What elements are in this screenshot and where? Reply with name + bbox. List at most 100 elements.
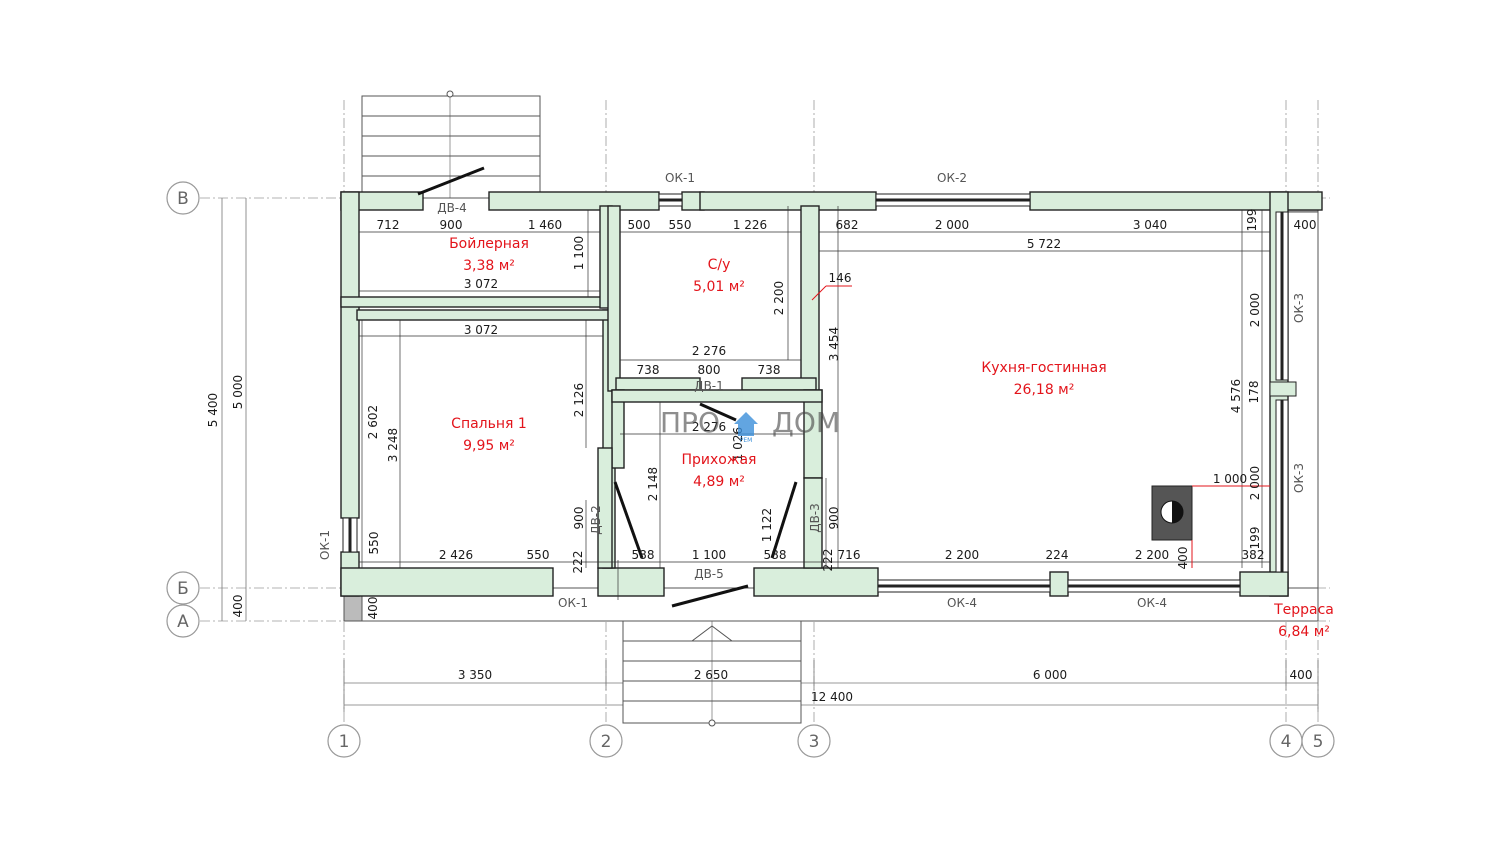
axis-label: В — [177, 189, 189, 209]
opening-label: ОК-2 — [937, 171, 967, 185]
dimension-label: 3 454 — [827, 327, 841, 361]
dimension-label: 900 — [440, 218, 463, 232]
watermark-left: ПРО — [660, 406, 720, 439]
dimension-label: 550 — [367, 532, 381, 555]
dimension-label: 224 — [1046, 548, 1069, 562]
dimension-label: 682 — [836, 218, 859, 232]
opening-label: ОК-3 — [1292, 463, 1306, 493]
dimension-label: 222 — [821, 549, 835, 572]
room-area: 5,01 м² — [693, 279, 745, 295]
dimension-label: 5 722 — [1027, 237, 1061, 251]
axis-marker-1: 1 — [327, 724, 361, 758]
dimension-label: 5 400 — [206, 393, 220, 427]
axis-marker-Б: Б — [166, 571, 200, 605]
axis-label: 2 — [601, 732, 612, 752]
red-dimension-lines — [811, 285, 1270, 568]
axis-marker-5: 5 — [1301, 724, 1335, 758]
room-name: Терраса — [1273, 602, 1334, 618]
dimension-label: 900 — [572, 507, 586, 530]
dimension-label: 2 126 — [572, 383, 586, 417]
room-label: Бойлерная 3,38 м² — [449, 236, 529, 274]
dimension-label: 6 000 — [1033, 668, 1067, 682]
dimension-label: 1 100 — [572, 236, 586, 270]
dimension-label: 2 000 — [1248, 466, 1262, 500]
room-label: С/у 5,01 м² — [693, 257, 745, 295]
dimension-label: 738 — [637, 363, 660, 377]
windows — [342, 193, 1297, 593]
opening-label: ДВ-5 — [694, 567, 724, 581]
dimension-label: 2 148 — [646, 467, 660, 501]
dimension-label: 3 350 — [458, 668, 492, 682]
dimension-label: 199 — [1248, 527, 1262, 550]
interior-dimension-lines — [359, 206, 1270, 600]
room-label: Терраса 6,84 м² — [1273, 602, 1334, 640]
room-name: Прихожая — [682, 452, 757, 468]
watermark-right: ДОМ — [772, 406, 840, 439]
dimension-label: 2 200 — [945, 548, 979, 562]
dimension-label: 5 000 — [231, 375, 245, 409]
dimension-label: 400 — [1290, 668, 1313, 682]
dimension-label: 550 — [669, 218, 692, 232]
dimension-label: 588 — [632, 548, 655, 562]
room-area: 4,89 м² — [693, 474, 745, 490]
opening-label: ОК-1 — [558, 596, 588, 610]
dimension-label: 3 040 — [1133, 218, 1167, 232]
house-icon — [734, 412, 758, 436]
dimension-label: 716 — [838, 548, 861, 562]
dimension-label: 12 400 — [811, 690, 853, 704]
axis-marker-2: 2 — [589, 724, 623, 758]
opening-label: ДВ-3 — [808, 503, 822, 533]
dimension-label: 400 — [231, 595, 245, 618]
dimension-label: 800 — [698, 363, 721, 377]
dimension-label: 2 276 — [692, 420, 726, 434]
dimension-label: 3 072 — [464, 323, 498, 337]
opening-label: ОК-1 — [665, 171, 695, 185]
dimension-label: 2 000 — [935, 218, 969, 232]
dimension-label: 1 100 — [692, 548, 726, 562]
dimension-label: 4 576 — [1229, 379, 1243, 413]
opening-label: ОК-4 — [947, 596, 977, 610]
dimension-label: 3 072 — [464, 277, 498, 291]
room-area: 9,95 м² — [463, 438, 515, 454]
dimension-label: 500 — [628, 218, 651, 232]
room-area: 6,84 м² — [1278, 624, 1330, 640]
dimension-label: 178 — [1247, 381, 1261, 404]
dimension-label: 3 248 — [386, 428, 400, 462]
room-area: 26,18 м² — [1014, 382, 1075, 398]
dimension-label: 738 — [758, 363, 781, 377]
room-name: С/у — [708, 257, 731, 273]
dimension-label: 1 226 — [733, 218, 767, 232]
axis-label: 4 — [1281, 732, 1292, 752]
left-dimension-lines — [221, 198, 247, 621]
dimension-label: 2 602 — [366, 405, 380, 439]
dimension-label: 382 — [1242, 548, 1265, 562]
dimension-label: 400 — [366, 597, 380, 620]
room-labels: Бойлерная 3,38 м² С/у 5,01 м² Кухня-гостинна… — [449, 236, 1334, 640]
dimension-label: 146 — [829, 271, 852, 285]
dimension-label: 712 — [377, 218, 400, 232]
room-area: 3,38 м² — [463, 258, 515, 274]
opening-label: ДВ-4 — [437, 201, 467, 215]
room-name: Бойлерная — [449, 236, 529, 252]
opening-label: ОК-4 — [1137, 596, 1167, 610]
dimension-label: 1 000 — [1213, 472, 1247, 486]
axis-label: 3 — [809, 732, 820, 752]
axis-marker-4: 4 — [1269, 724, 1303, 758]
opening-label: ОК-3 — [1292, 293, 1306, 323]
dimension-label: 2 276 — [692, 344, 726, 358]
dimension-label: 2 200 — [1135, 548, 1169, 562]
axis-label: 5 — [1313, 732, 1324, 752]
axis-label: 1 — [339, 732, 350, 752]
bottom-dimension-lines — [343, 660, 1319, 712]
dimension-label: 2 426 — [439, 548, 473, 562]
dimension-label: 588 — [764, 548, 787, 562]
dimension-label: 2 650 — [694, 668, 728, 682]
dimension-label: 2 000 — [1248, 293, 1262, 327]
axis-marker-3: 3 — [797, 724, 831, 758]
room-label: Спальня 19,95 м² — [451, 416, 527, 454]
